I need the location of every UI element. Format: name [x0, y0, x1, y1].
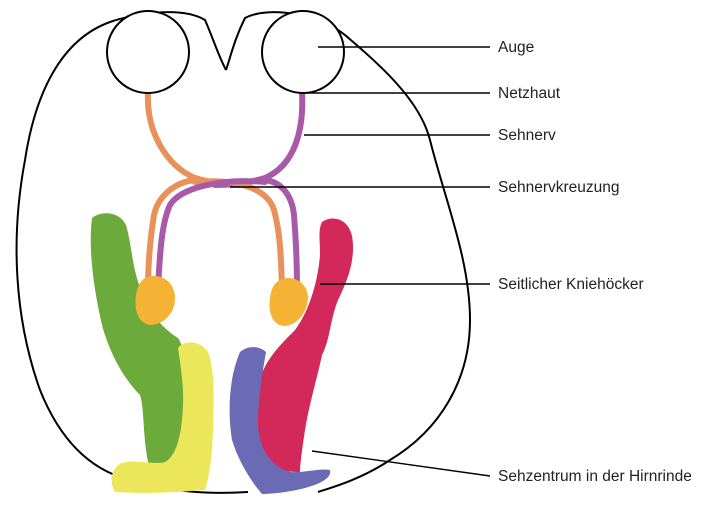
left-optic-nerve: [148, 92, 240, 185]
left-eye-tract-to-right-lgn: [195, 181, 282, 288]
label-lgn: Seitlicher Kniehöcker: [498, 276, 644, 293]
right-eye: [262, 11, 344, 93]
label-visual-cortex: Sehzentrum in der Hirnrinde: [498, 468, 692, 485]
label-optic-chiasm: Sehnervkreuzung: [498, 179, 620, 196]
left-eye-tract-to-left-lgn: [148, 180, 195, 288]
right-optic-radiation: [257, 219, 353, 472]
label-retina: Netzhaut: [498, 85, 561, 102]
label-optic-nerve: Sehnerv: [498, 127, 556, 144]
label-eye: Auge: [498, 39, 534, 56]
right-optic-nerve: [215, 92, 302, 185]
right-eye-tract-to-left-lgn: [158, 181, 265, 288]
leader-visual-cortex: [312, 451, 490, 476]
left-optic-radiation: [91, 213, 189, 470]
left-lgn: [136, 276, 175, 325]
left-eye: [107, 11, 189, 93]
